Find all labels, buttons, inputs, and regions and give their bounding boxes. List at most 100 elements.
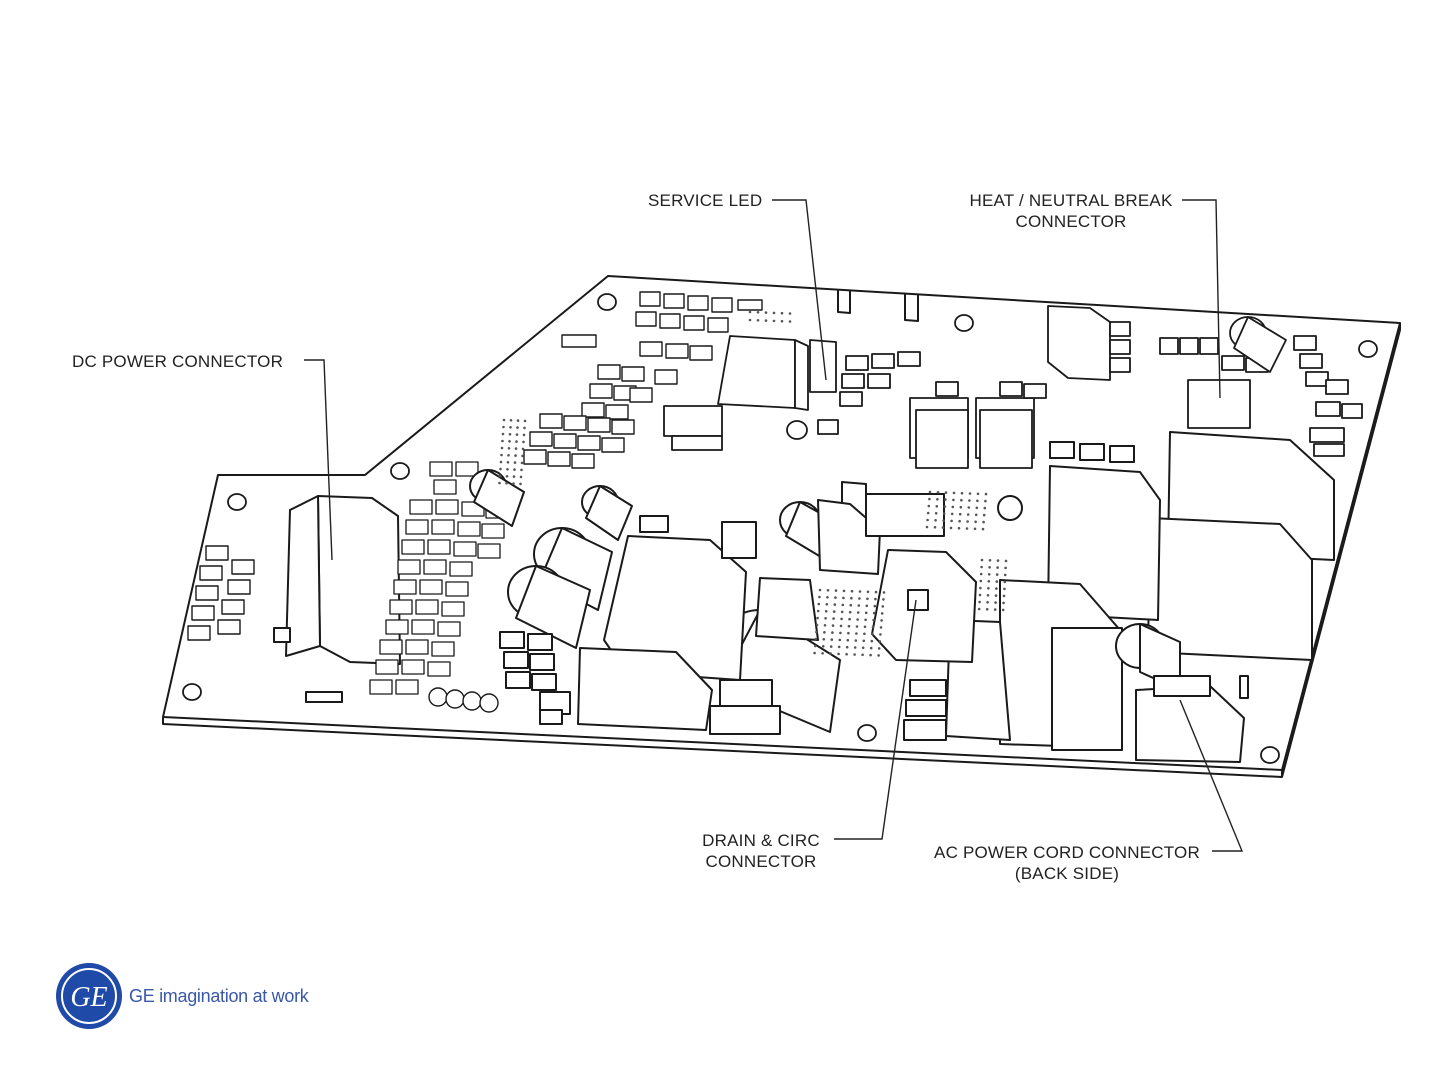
via-dot bbox=[874, 605, 877, 608]
via-dot bbox=[824, 617, 827, 620]
via-dot bbox=[977, 493, 980, 496]
via-dot bbox=[821, 652, 824, 655]
via-dot bbox=[980, 580, 983, 583]
via-dot bbox=[514, 461, 517, 464]
via-dot bbox=[510, 419, 513, 422]
via-dot bbox=[818, 596, 821, 599]
via-dot bbox=[524, 420, 527, 423]
via-dot bbox=[974, 528, 977, 531]
via-dot bbox=[773, 312, 776, 315]
via-dot bbox=[814, 645, 817, 648]
via-dot bbox=[1004, 574, 1007, 577]
via-dot bbox=[980, 566, 983, 569]
via-dot bbox=[856, 625, 859, 628]
via-dot bbox=[831, 631, 834, 634]
via-dot bbox=[871, 640, 874, 643]
via-dot bbox=[1003, 595, 1006, 598]
via-dot bbox=[982, 521, 985, 524]
via-dot bbox=[849, 611, 852, 614]
via-dot bbox=[882, 598, 885, 601]
via-dot bbox=[831, 638, 834, 641]
via-dot bbox=[951, 513, 954, 516]
via-dot bbox=[952, 499, 955, 502]
via-dot bbox=[822, 645, 825, 648]
label-heat-neutral-break: HEAT / NEUTRAL BREAK CONNECTOR bbox=[962, 190, 1180, 232]
via-dot bbox=[833, 610, 836, 613]
via-dot bbox=[502, 433, 505, 436]
via-dot bbox=[942, 526, 945, 529]
via-dot bbox=[505, 482, 508, 485]
via-dot bbox=[837, 653, 840, 656]
via-dot bbox=[500, 461, 503, 464]
label-dc-power-connector: DC POWER CONNECTOR bbox=[72, 351, 283, 372]
via-dot bbox=[850, 597, 853, 600]
via-dot bbox=[875, 591, 878, 594]
label-ac-power-line2: (BACK SIDE) bbox=[924, 863, 1210, 884]
via-dot bbox=[862, 647, 865, 650]
via-dot bbox=[854, 646, 857, 649]
via-dot bbox=[834, 596, 837, 599]
via-dot bbox=[942, 519, 945, 522]
via-dot bbox=[513, 468, 516, 471]
via-dot bbox=[818, 603, 821, 606]
via-dot bbox=[842, 604, 845, 607]
via-dot bbox=[825, 610, 828, 613]
via-dot bbox=[863, 640, 866, 643]
via-dot bbox=[839, 639, 842, 642]
via-dot bbox=[839, 632, 842, 635]
via-dot bbox=[855, 632, 858, 635]
via-dot bbox=[936, 498, 939, 501]
via-dot bbox=[928, 498, 931, 501]
via-dot bbox=[1002, 602, 1005, 605]
via-dot bbox=[994, 601, 997, 604]
via-dot bbox=[983, 514, 986, 517]
via-dot bbox=[976, 507, 979, 510]
via-dot bbox=[869, 654, 872, 657]
via-dot bbox=[847, 632, 850, 635]
via-dot bbox=[953, 492, 956, 495]
via-dot bbox=[928, 505, 931, 508]
via-dot bbox=[986, 608, 989, 611]
via-dot bbox=[987, 594, 990, 597]
via-dot bbox=[503, 419, 506, 422]
via-dot bbox=[823, 638, 826, 641]
via-dot bbox=[819, 589, 822, 592]
via-dot bbox=[841, 611, 844, 614]
via-dot bbox=[813, 652, 816, 655]
via-dot bbox=[966, 520, 969, 523]
via-dot bbox=[857, 611, 860, 614]
via-dot bbox=[979, 587, 982, 590]
via-dot bbox=[978, 601, 981, 604]
via-dot bbox=[815, 638, 818, 641]
via-dot bbox=[855, 639, 858, 642]
via-dot bbox=[851, 590, 854, 593]
via-dot bbox=[500, 454, 503, 457]
via-dot bbox=[926, 526, 929, 529]
via-dot bbox=[1005, 560, 1008, 563]
label-heat-neutral-line2: CONNECTOR bbox=[962, 211, 1180, 232]
via-dot bbox=[872, 619, 875, 622]
via-dot bbox=[830, 645, 833, 648]
via-dot bbox=[988, 566, 991, 569]
tagline: GE imagination at work bbox=[129, 986, 308, 1007]
via-dot bbox=[859, 590, 862, 593]
via-dot bbox=[853, 653, 856, 656]
via-dot bbox=[509, 433, 512, 436]
via-dot bbox=[879, 633, 882, 636]
via-dot bbox=[961, 492, 964, 495]
via-dot bbox=[996, 566, 999, 569]
via-dot bbox=[937, 491, 940, 494]
via-dot bbox=[995, 594, 998, 597]
via-dot bbox=[880, 626, 883, 629]
via-dot bbox=[832, 617, 835, 620]
via-dot bbox=[765, 319, 768, 322]
via-dot bbox=[866, 605, 869, 608]
via-dot bbox=[508, 447, 511, 450]
via-dot bbox=[514, 454, 517, 457]
via-dot bbox=[520, 476, 523, 479]
via-dot bbox=[847, 639, 850, 642]
via-dot bbox=[975, 514, 978, 517]
via-dot bbox=[826, 603, 829, 606]
via-dot bbox=[499, 468, 502, 471]
via-dot bbox=[967, 513, 970, 516]
